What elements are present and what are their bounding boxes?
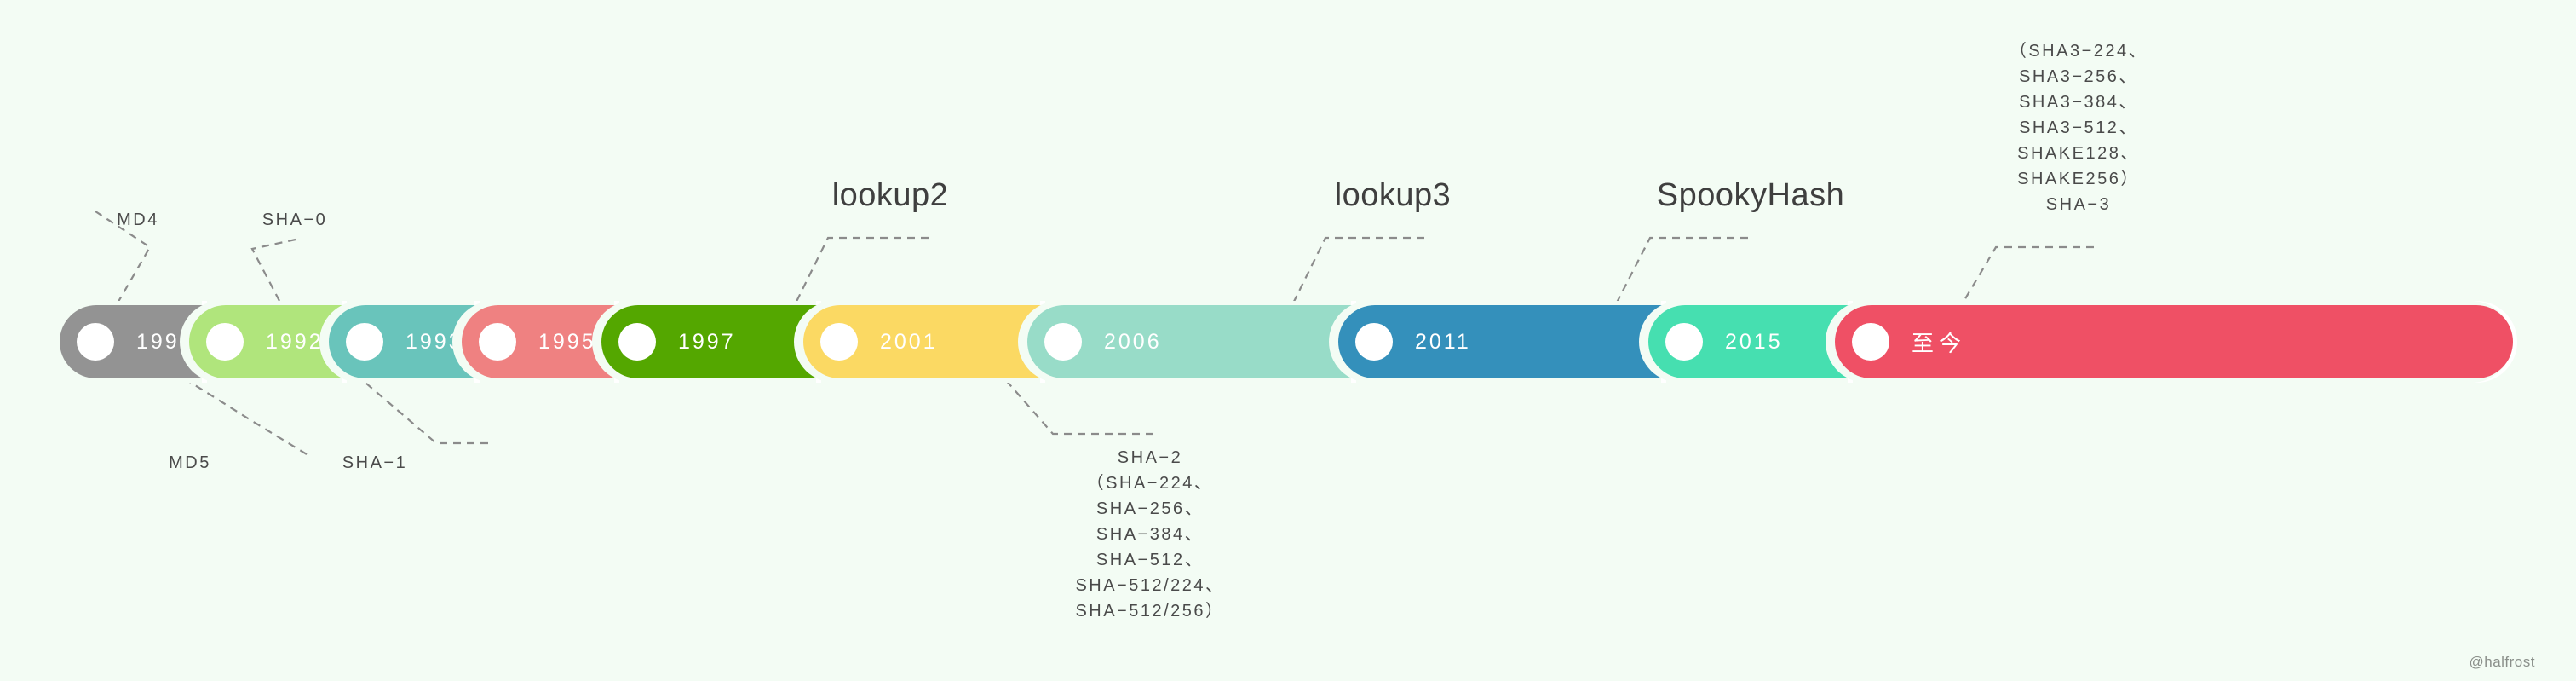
annotation-md5: MD5 [169,453,211,472]
timeline-segment-label: 1993 [405,329,463,354]
timeline-segment-label: 2006 [1104,329,1162,354]
timeline-segment-1990[interactable]: 1990 [60,305,203,378]
timeline-segment-2001[interactable]: 2001 [803,305,1041,378]
timeline-marker-dot [206,323,244,361]
timeline-segment-label: 1992 [266,329,324,354]
timeline-segment-label: 1995 [538,329,596,354]
timeline-marker-dot [1355,323,1393,361]
annotation-spookyhash: SpookyHash [1656,177,1845,213]
timeline-segment-label: 至今 [1912,330,1967,356]
timeline-segment-2015[interactable]: 2015 [1648,305,1849,378]
timeline-segment-label: 1990 [136,329,194,354]
timeline-marker-dot [618,323,656,361]
timeline-marker-dot [1044,323,1082,361]
annotation-lookup2: lookup2 [831,177,949,213]
timeline-segment-label: 1997 [678,329,736,354]
timeline-segment-至今[interactable]: 至今 [1835,305,2513,378]
timeline-marker-dot [1665,323,1703,361]
timeline-marker-dot [77,323,114,361]
timeline-segment-1993[interactable]: 1993 [329,305,475,378]
annotation-lookup3: lookup3 [1334,177,1452,213]
annotation-sha-0: SHA−0 [262,211,328,229]
timeline-marker-dot [820,323,858,361]
timeline-segment-1995[interactable]: 1995 [462,305,615,378]
timeline-marker-dot [479,323,516,361]
timeline-segment-label: 2001 [880,329,938,354]
annotation-sha-1: SHA−1 [342,453,408,472]
timeline-marker-dot [346,323,383,361]
timeline-segment-1992[interactable]: 1992 [189,305,342,378]
timeline-segment-2006[interactable]: 2006 [1027,305,1352,378]
annotation-sha-3: （SHA3−224、 SHA3−256、 SHA3−384、 SHA3−512、… [2009,42,2148,214]
annotation-md4: MD4 [117,211,159,229]
annotation-sha-2: SHA−2 （SHA−224、 SHA−256、 SHA−384、 SHA−51… [1075,448,1225,620]
timeline-marker-dot [1852,323,1889,361]
timeline-segment-label: 2011 [1415,329,1471,354]
timeline-segment-2011[interactable]: 2011 [1338,305,1662,378]
timeline-segment-1997[interactable]: 1997 [601,305,817,378]
timeline-bar: 1990 1992 1993 1995 1997 2001 2006 2011 2015 至今 [60,305,2513,378]
timeline-segment-label: 2015 [1725,329,1783,354]
watermark: @halfrost [2469,654,2535,670]
